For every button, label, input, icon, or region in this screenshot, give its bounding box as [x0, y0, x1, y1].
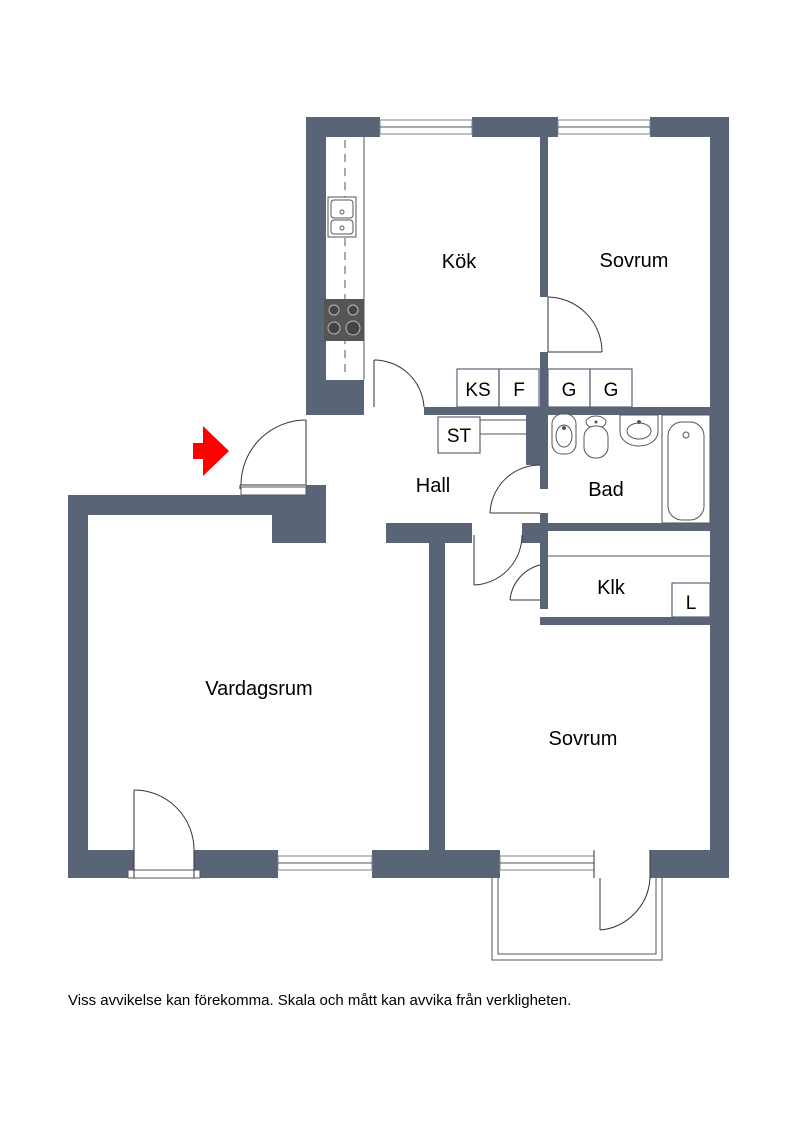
- fixture-g1: G: [562, 380, 577, 401]
- fixture-l: L: [686, 593, 697, 614]
- door-bath: [489, 464, 541, 514]
- room-label-kok: Kök: [442, 251, 477, 273]
- room-label-hall: Hall: [416, 475, 450, 497]
- door-balcony: [593, 850, 651, 931]
- balcony: [491, 878, 663, 961]
- room-label-sovrum-top: Sovrum: [600, 250, 669, 272]
- bathroom-fixtures: [551, 413, 711, 524]
- interior-walls: [386, 137, 710, 878]
- sink-icon: [327, 196, 357, 238]
- room-label-bad: Bad: [588, 479, 624, 501]
- stove-icon: [324, 299, 364, 341]
- washbasin-icon: [619, 414, 659, 447]
- bathtub-icon: [661, 414, 711, 524]
- fixture-st: ST: [447, 426, 472, 447]
- door-entrance: [239, 419, 307, 496]
- exterior-walls: [68, 117, 729, 878]
- door-closet: [509, 564, 541, 601]
- room-label-klk: Klk: [597, 577, 626, 599]
- bidet-icon: [551, 413, 577, 455]
- fixture-f: F: [513, 380, 525, 401]
- door-bedroom-top: [547, 296, 603, 353]
- kitchen-counter: [324, 137, 365, 380]
- door-bedroom-bottom: [473, 534, 523, 586]
- window-kitchen: [379, 119, 473, 135]
- toilet-icon: [583, 415, 609, 459]
- kitchen-appliance-row: KS F G G: [456, 368, 633, 408]
- arrow-right-icon: [193, 426, 229, 476]
- window-bedroom-top: [557, 119, 651, 135]
- window-living-room: [277, 855, 373, 871]
- closet-shelves: L: [548, 555, 711, 618]
- room-label-vardagsrum: Vardagsrum: [205, 678, 312, 700]
- door-kitchen: [373, 359, 425, 408]
- doors: [127, 296, 651, 931]
- room-label-sovrum-bottom: Sovrum: [549, 728, 618, 750]
- fixture-ks: KS: [465, 380, 490, 401]
- window-bedroom-bottom: [499, 855, 595, 871]
- door-living-room: [127, 789, 201, 879]
- fixture-g2: G: [604, 380, 619, 401]
- st-cabinet: ST: [437, 416, 526, 454]
- disclaimer-text: Viss avvikelse kan förekomma. Skala och …: [68, 992, 572, 1009]
